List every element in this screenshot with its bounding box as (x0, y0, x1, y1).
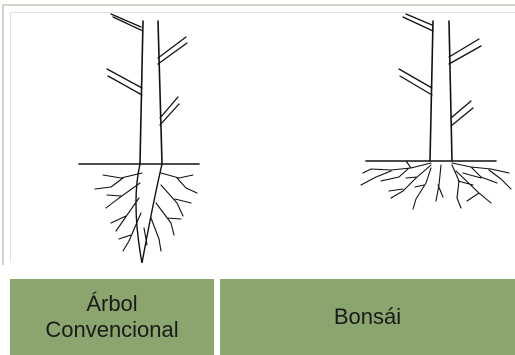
conventional-tree-drawing (79, 14, 199, 263)
bonsai-roots (361, 161, 511, 209)
conventional-trunk (140, 21, 162, 163)
label-bonsai: Bonsái (220, 279, 515, 355)
bonsai-trunk (430, 21, 452, 161)
conventional-roots (95, 173, 197, 251)
bonsai-branch-top (403, 14, 433, 31)
conventional-taproot (136, 164, 162, 263)
label-conventional-tree: Árbol Convencional (10, 279, 214, 355)
bonsai-branch-left (399, 69, 432, 95)
label-bonsai-text: Bonsái (334, 304, 401, 330)
label-conventional-tree-text: Árbol Convencional (45, 291, 178, 343)
conventional-branch-right-1 (158, 37, 187, 64)
conventional-branch-top (111, 14, 143, 31)
bonsai-branch-right-1 (449, 39, 481, 64)
root-diagram-svg (11, 13, 515, 263)
conventional-branch-left (107, 69, 142, 95)
tree-root-comparison-illustration (10, 12, 515, 262)
conventional-branch-right-2 (160, 97, 179, 125)
bonsai-tree-drawing (361, 14, 511, 209)
bonsai-branch-right-2 (451, 101, 473, 126)
